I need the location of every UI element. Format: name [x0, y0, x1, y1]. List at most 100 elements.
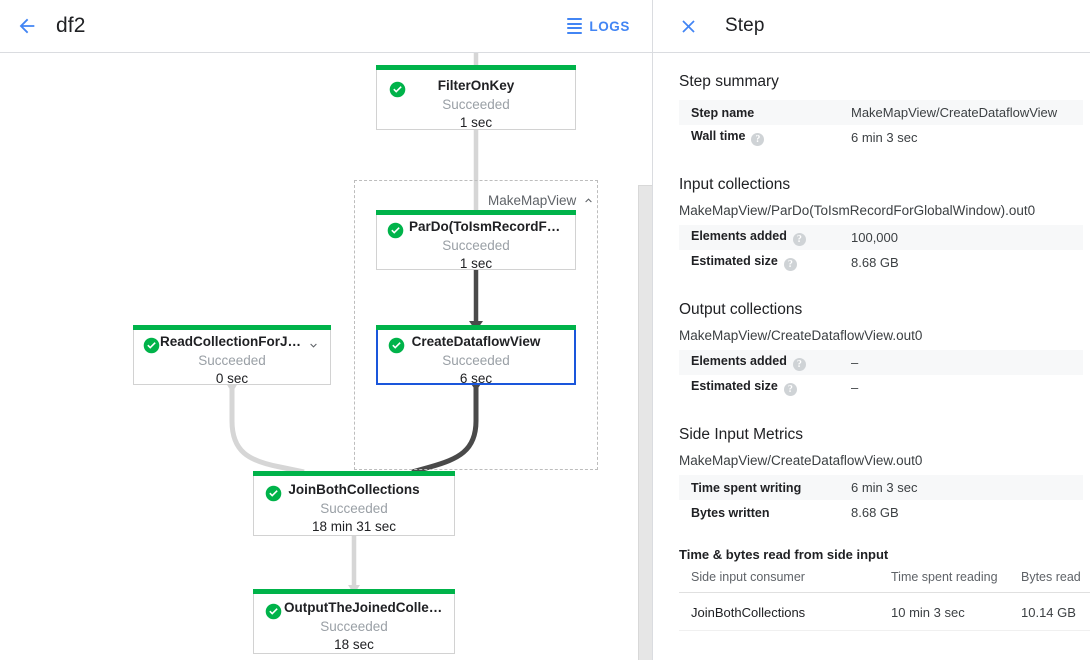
chevron-down-icon[interactable]	[307, 339, 320, 352]
close-icon[interactable]	[669, 7, 707, 45]
table-row: Estimated size? –	[679, 375, 1083, 400]
node-time: 18 sec	[334, 637, 374, 652]
table-row: Estimated size? 8.68 GB	[679, 250, 1083, 275]
graph-node-filter-on-key[interactable]: FilterOnKey Succeeded 1 sec	[376, 65, 576, 130]
graph-node-output-the-joined-collection[interactable]: OutputTheJoinedCollec… Succeeded 18 sec	[253, 589, 455, 654]
node-labels: CreateDataflowView Succeeded 6 sec	[378, 325, 574, 386]
chevron-up-icon	[585, 198, 593, 203]
node-status-bar	[376, 65, 576, 70]
side-input-metrics-table: Time spent writing 6 min 3 sec Bytes wri…	[679, 475, 1083, 525]
node-status-bar	[253, 471, 455, 476]
section-heading-step-summary: Step summary	[679, 73, 779, 90]
node-status: Succeeded	[320, 619, 388, 634]
row-value: 8.68 GB	[851, 505, 899, 520]
row-key: Wall time?	[679, 125, 851, 150]
row-key: Estimated size?	[679, 250, 851, 275]
logs-lines-icon	[567, 18, 583, 34]
row-key: Elements added?	[679, 350, 851, 375]
graph-node-create-dataflow-view[interactable]: CreateDataflowView Succeeded 6 sec	[376, 325, 576, 386]
row-value: 6 min 3 sec	[851, 480, 918, 495]
row-key-text: Elements added	[691, 354, 787, 368]
row-value: MakeMapView/CreateDataflowView	[851, 105, 1058, 120]
row-key-text: Elements added	[691, 229, 787, 243]
job-graph-pane: df2 LOGS	[0, 0, 653, 660]
side-input-consumers-table: Side input consumer Time spent reading B…	[679, 566, 1090, 631]
help-icon[interactable]: ?	[792, 233, 806, 246]
graph-vertical-scrollbar[interactable]	[638, 53, 652, 660]
table-row: Wall time? 6 min 3 sec	[679, 125, 1083, 150]
check-circle-icon	[388, 337, 405, 354]
row-key-text: Wall time	[691, 129, 746, 143]
node-time: 0 sec	[215, 371, 249, 386]
cell-side-input-consumer: JoinBothCollections	[679, 592, 891, 631]
node-status-bar	[376, 210, 576, 215]
graph-node-pardo-toismrecordfor[interactable]: ParDo(ToIsmRecordFor… Succeeded 1 sec	[376, 210, 576, 271]
row-value: 8.68 GB	[851, 255, 899, 270]
table-row: Bytes written 8.68 GB	[679, 500, 1083, 525]
help-icon[interactable]: ?	[751, 133, 765, 146]
help-icon[interactable]: ?	[783, 258, 797, 271]
table-row: Time spent writing 6 min 3 sec	[679, 475, 1083, 500]
logs-button[interactable]: LOGS	[559, 10, 638, 42]
row-key: Estimated size?	[679, 375, 851, 400]
row-key: Time spent writing	[691, 480, 802, 495]
row-value: –	[851, 380, 859, 395]
step-details-panel: Step Step summary Step name MakeMapView/…	[653, 0, 1090, 660]
node-labels: OutputTheJoinedCollec… Succeeded 18 sec	[254, 589, 454, 652]
node-status: Succeeded	[198, 353, 266, 368]
row-key-text: Estimated size	[691, 379, 778, 393]
node-name: ReadCollectionForJoin	[160, 334, 308, 349]
group-label-makemapview[interactable]: MakeMapView	[488, 193, 595, 208]
scrollbar-thumb[interactable]	[638, 185, 652, 660]
node-time: 1 sec	[459, 256, 493, 271]
row-key-text: Estimated size	[691, 254, 778, 268]
output-collections-table: Elements added? – Estimated size? –	[679, 350, 1083, 400]
table-row: JoinBothCollections 10 min 3 sec 10.14 G…	[679, 592, 1090, 631]
help-icon[interactable]: ?	[792, 358, 806, 371]
row-key: Step name	[691, 105, 755, 120]
node-status: Succeeded	[442, 353, 510, 368]
back-arrow-icon[interactable]	[4, 3, 50, 49]
section-heading-side-input-metrics: Side Input Metrics	[679, 426, 804, 443]
node-labels: FilterOnKey Succeeded 1 sec	[377, 65, 575, 130]
node-labels: JoinBothCollections Succeeded 18 min 31 …	[254, 471, 454, 534]
graph-node-join-both-collections[interactable]: JoinBothCollections Succeeded 18 min 31 …	[253, 471, 455, 536]
table-header-row: Side input consumer Time spent reading B…	[679, 566, 1090, 593]
node-time: 1 sec	[459, 115, 493, 130]
node-status-bar	[133, 325, 331, 330]
node-labels: ParDo(ToIsmRecordFor… Succeeded 1 sec	[377, 210, 575, 271]
graph-node-read-collection-for-join[interactable]: ReadCollectionForJoin Succeeded 0 sec	[133, 325, 331, 386]
node-status: Succeeded	[442, 238, 510, 253]
step-summary-table: Step name MakeMapView/CreateDataflowView…	[679, 100, 1083, 150]
check-circle-icon	[265, 485, 282, 502]
row-key: Elements added?	[679, 225, 851, 250]
input-collection-name: MakeMapView/ParDo(ToIsmRecordForGlobalWi…	[679, 203, 1036, 218]
graph-canvas[interactable]: MakeMapView FilterOnKey Succeeded 1	[0, 53, 652, 660]
input-collections-table: Elements added? 100,000 Estimated size? …	[679, 225, 1083, 275]
node-status-bar	[253, 589, 455, 594]
node-labels: ReadCollectionForJoin Succeeded 0 sec	[134, 325, 330, 386]
node-status: Succeeded	[320, 501, 388, 516]
section-heading-output-collections: Output collections	[679, 301, 803, 318]
check-circle-icon	[389, 81, 406, 98]
node-time: 18 min 31 sec	[311, 519, 397, 534]
column-header-time-spent-reading: Time spent reading	[891, 566, 1021, 593]
table-row: Elements added? –	[679, 350, 1083, 375]
row-value: –	[851, 355, 859, 370]
table-row: Elements added? 100,000	[679, 225, 1083, 250]
side-input-collection-name: MakeMapView/CreateDataflowView.out0	[679, 453, 923, 468]
node-name: ParDo(ToIsmRecordFor…	[409, 219, 574, 234]
job-toolbar: df2 LOGS	[0, 0, 652, 53]
section-heading-input-collections: Input collections	[679, 176, 791, 193]
group-label-text: MakeMapView	[488, 193, 577, 208]
logs-button-label: LOGS	[589, 18, 630, 34]
composite-group-makemapview[interactable]	[354, 180, 598, 470]
node-name: CreateDataflowView	[411, 334, 541, 349]
row-value: 100,000	[851, 230, 898, 245]
check-circle-icon	[143, 337, 160, 354]
panel-body: Step summary Step name MakeMapView/Creat…	[653, 53, 1090, 641]
help-icon[interactable]: ?	[783, 383, 797, 396]
output-collection-name: MakeMapView/CreateDataflowView.out0	[679, 328, 923, 343]
node-name: OutputTheJoinedCollec…	[284, 600, 450, 615]
